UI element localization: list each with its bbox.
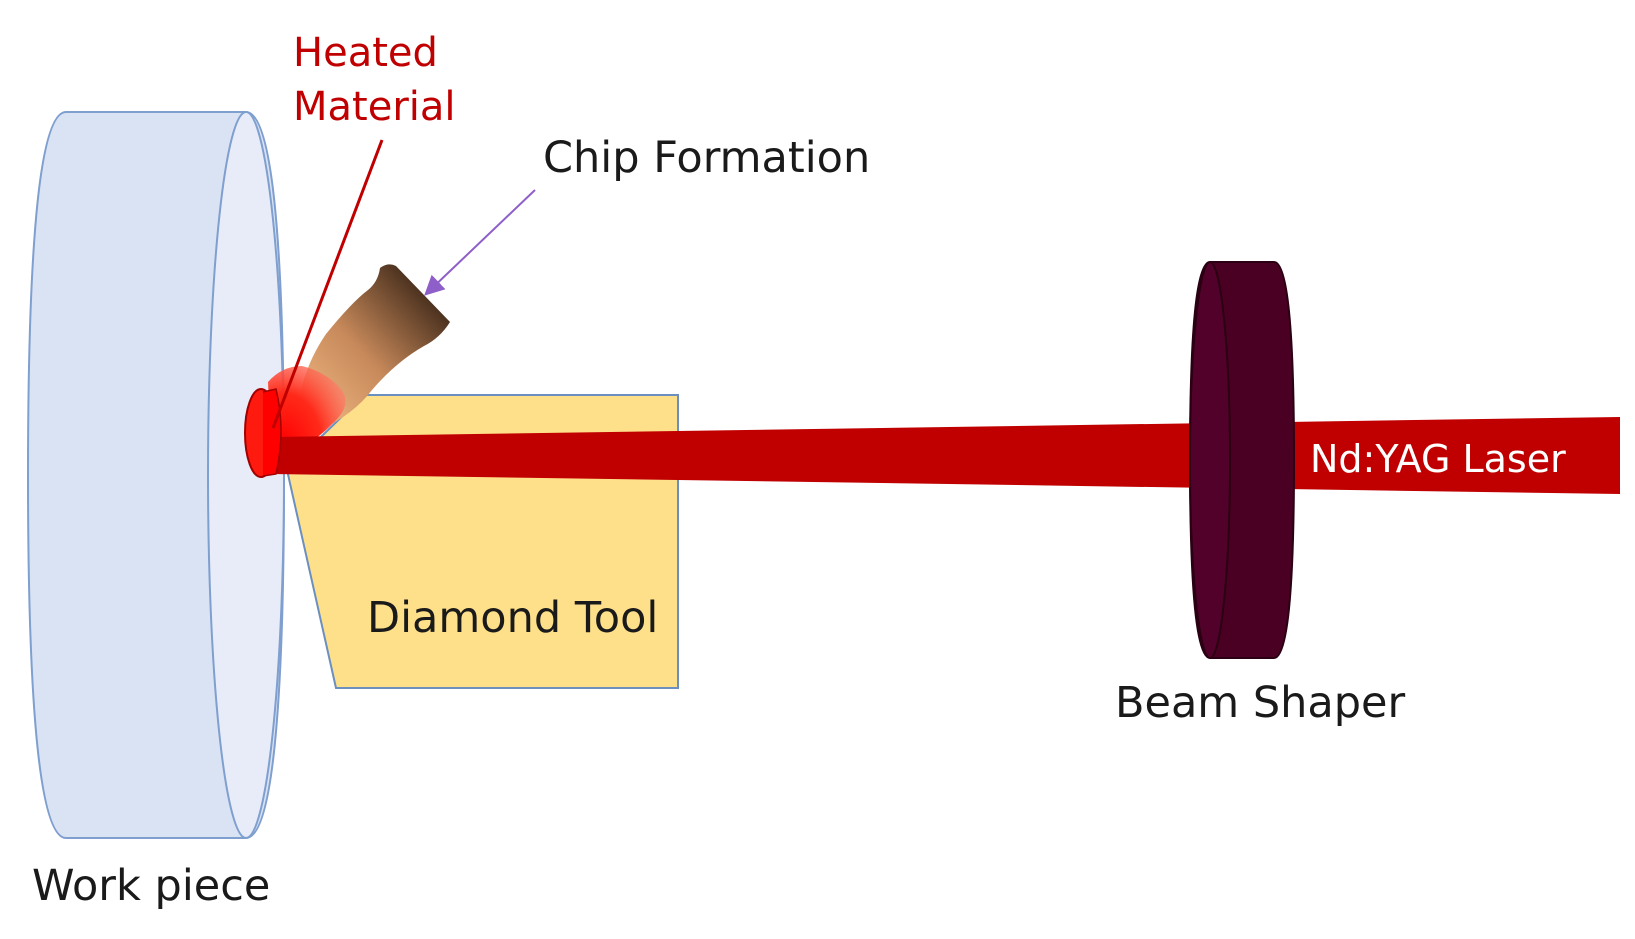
beam-shaper — [1188, 261, 1296, 659]
beam-shaper-face — [1189, 261, 1231, 659]
work-piece-face — [207, 111, 285, 839]
laser-label: Nd:YAG Laser — [1310, 437, 1566, 481]
heated-material-label-line2: Material — [293, 84, 456, 130]
chip-formation-label: Chip Formation — [543, 133, 870, 183]
work-piece-label: Work piece — [32, 861, 270, 911]
heated-material-label-line1: Heated — [293, 30, 438, 76]
work-piece — [26, 111, 286, 839]
heated-spot-edge — [262, 388, 282, 477]
beam-shaper-label: Beam Shaper — [1115, 678, 1406, 728]
heated-material-pointer — [271, 139, 384, 429]
chip-formation-arrow — [424, 189, 536, 296]
diamond-tool-label: Diamond Tool — [367, 593, 658, 643]
